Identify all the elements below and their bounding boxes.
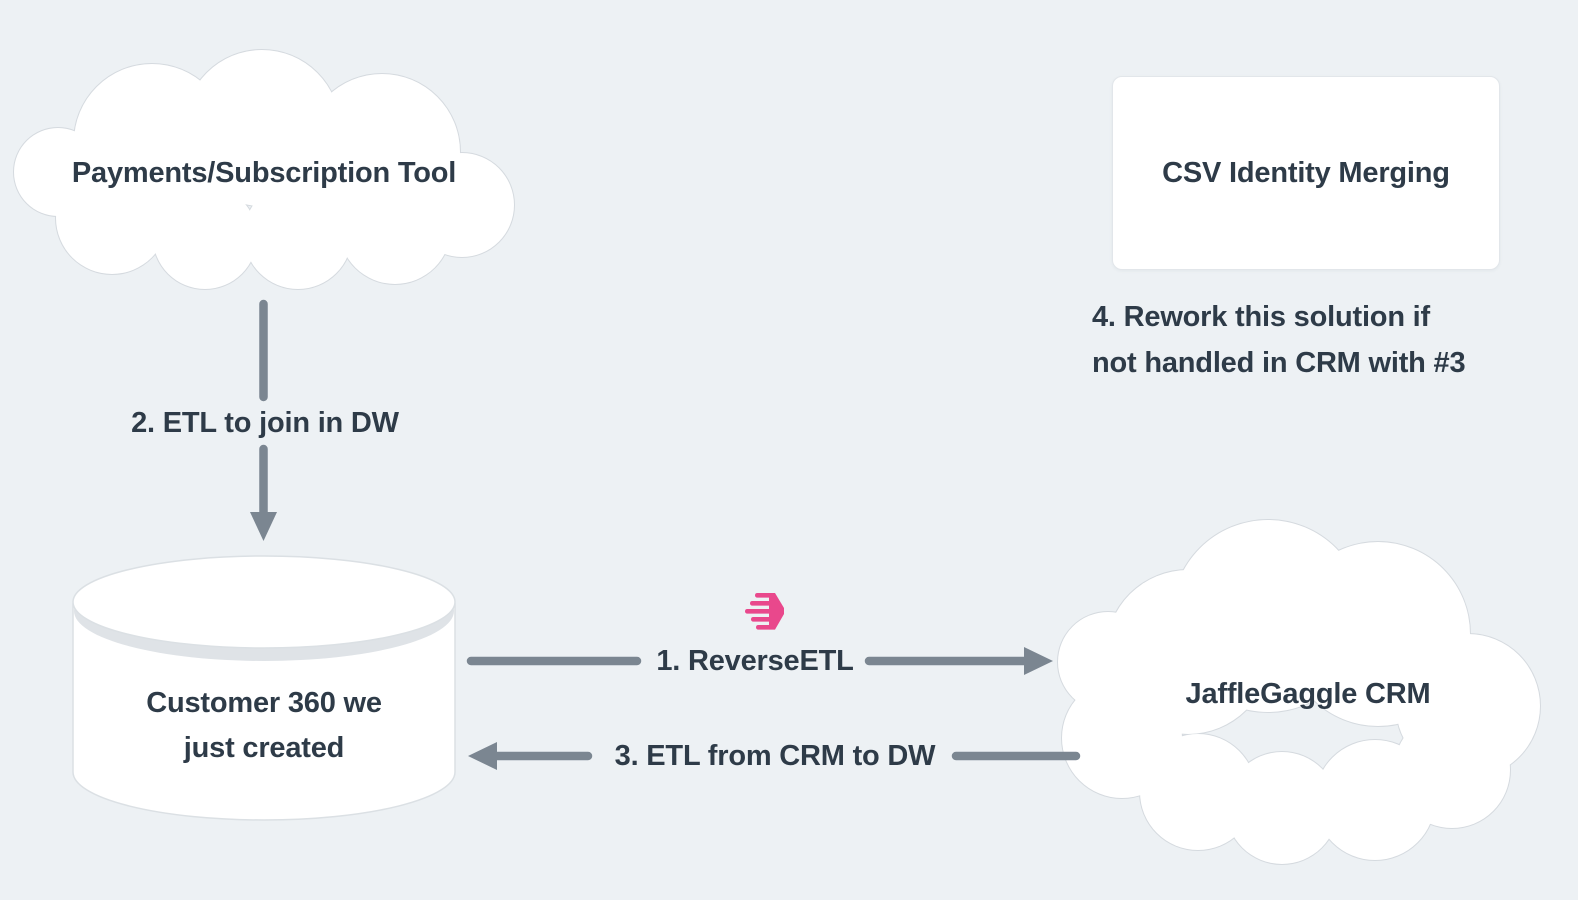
csv-identity-box-label: CSV Identity Merging — [1162, 157, 1450, 189]
hightouch-arrow-icon — [745, 593, 784, 630]
customer360-cylinder-shape — [72, 555, 456, 821]
crm-cloud-label: JaffleGaggle CRM — [1185, 678, 1431, 710]
edge-etl-from-crm-label: 3. ETL from CRM to DW — [614, 740, 936, 772]
edge-etl-to-dw-arrow — [250, 299, 277, 541]
note-rework-solution: 4. Rework this solution if not handled i… — [1092, 301, 1466, 379]
edge-etl-from-crm-arrow — [468, 742, 1081, 770]
payments-cloud-label: Payments/Subscription Tool — [71, 157, 457, 189]
csv-identity-box: CSV Identity Merging — [1112, 76, 1500, 270]
edge-reverse-etl-arrow — [466, 647, 1053, 675]
crm-cloud-shape — [1057, 519, 1541, 865]
edge-etl-to-dw-label: 2. ETL to join in DW — [131, 407, 399, 439]
customer360-cylinder-label: Customer 360 we just created — [146, 687, 382, 764]
edge-reverse-etl-label: 1. ReverseETL — [656, 645, 854, 677]
payments-cloud-shape — [13, 49, 515, 290]
